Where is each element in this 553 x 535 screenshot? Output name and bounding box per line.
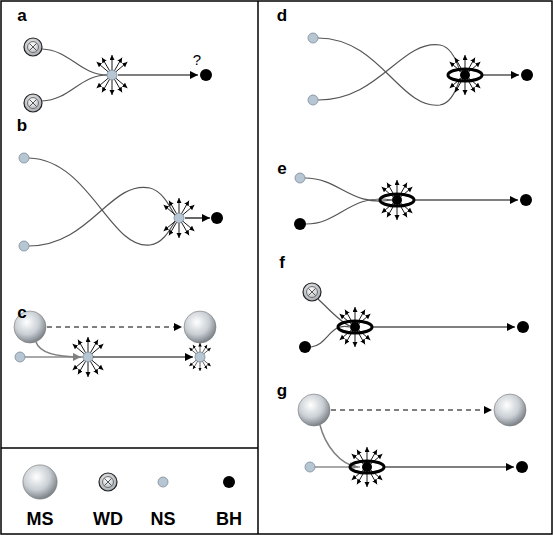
neutron-star-symbol (83, 352, 93, 362)
dashed-arrow (331, 410, 492, 411)
main-sequence-star-symbol (298, 394, 330, 426)
black-hole-symbol (294, 218, 306, 230)
legend-label: BH (216, 510, 242, 528)
black-hole-disk (350, 461, 384, 473)
legend-divider (1, 447, 258, 449)
main-sequence-star-symbol (494, 394, 526, 426)
panel-letter: d (277, 7, 287, 24)
evolution-arrow (373, 326, 515, 327)
legend-symbol (23, 465, 57, 499)
legend-label: NS (150, 510, 175, 528)
legend-symbol (223, 476, 235, 488)
question-mark: ? (193, 52, 201, 67)
legend-symbol (99, 473, 117, 491)
white-dwarf-symbol (24, 94, 42, 112)
evolution-arrow (385, 466, 514, 467)
panel-letter: g (277, 382, 287, 399)
panel-letter: e (277, 160, 286, 177)
neutron-star-symbol (15, 352, 25, 362)
panel-letter: a (17, 7, 26, 24)
black-hole-symbol (211, 212, 223, 224)
orbit-track (305, 178, 392, 201)
inspiral-tracks (29, 158, 176, 246)
panel-letter: c (17, 304, 26, 321)
neutron-star-symbol (308, 33, 318, 43)
white-dwarf-symbol (303, 283, 321, 301)
main-sequence-star-symbol (184, 311, 216, 343)
black-hole-disk (380, 194, 414, 206)
orbit-track (29, 187, 176, 246)
evolution-arrow (93, 356, 193, 357)
inspiral-tracks (318, 38, 460, 105)
black-hole-disk (338, 321, 372, 333)
neutron-star-symbol (107, 70, 117, 80)
inspiral-tracks (42, 49, 107, 101)
neutron-star-symbol (295, 173, 305, 183)
accretion-arrow (36, 342, 81, 357)
panel-letter: b (17, 117, 27, 134)
white-dwarf-symbol (24, 38, 42, 56)
evolution-arrow (415, 199, 518, 200)
dashed-arrow (47, 327, 182, 328)
legend-label: MS (27, 510, 54, 528)
accretion-arrow (320, 425, 358, 467)
evolution-arrow (118, 74, 198, 75)
black-hole-disk (448, 69, 482, 81)
orbit-track (306, 199, 392, 224)
orbit-track (29, 158, 176, 245)
black-hole-symbol (299, 341, 311, 353)
panel-letter: f (279, 254, 285, 271)
black-hole-symbol (200, 69, 212, 81)
neutron-star-symbol (195, 352, 205, 362)
black-hole-symbol (516, 461, 528, 473)
neutron-star-symbol (308, 95, 318, 105)
neutron-star-symbol (19, 153, 29, 163)
emission-burst (189, 343, 210, 371)
black-hole-symbol (521, 69, 533, 81)
panel-divider (257, 1, 259, 534)
orbit-track (318, 38, 460, 105)
evolution-arrow (483, 74, 519, 75)
orbit-track (318, 45, 460, 100)
legend-symbol (158, 477, 168, 487)
black-hole-symbol (517, 321, 529, 333)
neutron-star-symbol (19, 241, 29, 251)
neutron-star-symbol (174, 213, 184, 223)
legend-label: WD (93, 510, 123, 528)
black-hole-symbol (520, 194, 532, 206)
neutron-star-symbol (305, 462, 315, 472)
evolution-arrow (185, 217, 210, 218)
